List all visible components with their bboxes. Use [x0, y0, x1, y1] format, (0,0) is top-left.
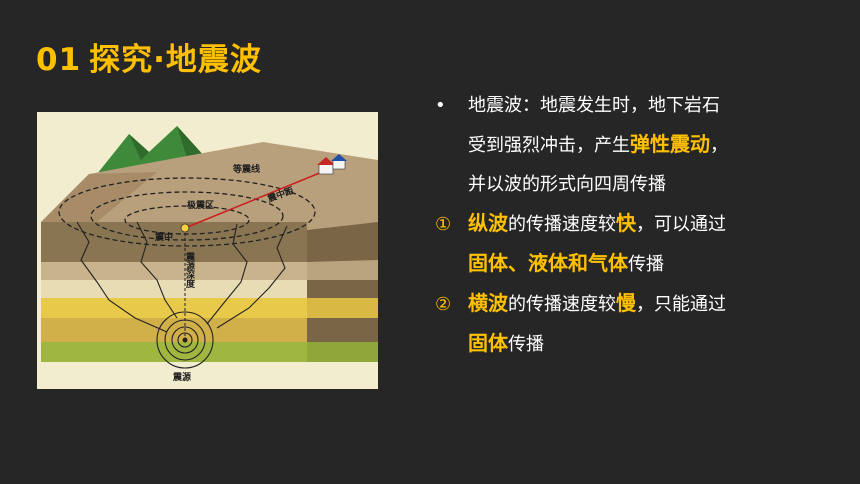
label-epicentral-area: 极震区	[187, 199, 214, 211]
house-icon	[317, 154, 347, 175]
label-epicenter: 震中	[154, 231, 173, 243]
bullet-marker: •	[435, 95, 446, 116]
bullet-line-3: 并以波的形式向四周传播	[468, 174, 666, 195]
text-content: •地震波：地震发生时，地下岩石 受到强烈冲击，产生弹性震动， 并以波的形式向四周…	[435, 86, 845, 364]
epicenter-point	[180, 223, 190, 233]
label-focus: 震源	[172, 371, 191, 383]
item1-marker: ①	[435, 214, 452, 235]
title-number: 01	[36, 42, 82, 78]
bullet-line-1: •地震波：地震发生时，地下岩石	[435, 86, 845, 125]
item2-line-2: 固体传播	[468, 331, 544, 355]
item2-marker: ②	[435, 294, 452, 315]
highlight-s-wave: 横波	[468, 291, 508, 315]
label-focal-depth: 震源深度	[184, 252, 196, 289]
earthquake-block-illustration: 等震线 极震区 震中距 震中 震源深度 震源	[41, 126, 378, 383]
highlight-fast: 快	[616, 211, 636, 235]
earthquake-diagram: 等震线 极震区 震中距 震中 震源深度 震源	[37, 112, 378, 389]
title-text: 探究·地震波	[89, 42, 262, 78]
highlight-solid-liquid-gas: 固体、液体和气体	[468, 251, 628, 275]
isoseismal-line	[58, 177, 316, 247]
label-isoseismal: 等震线	[232, 163, 260, 175]
highlight-slow: 慢	[616, 291, 636, 315]
focus-circles	[156, 311, 214, 369]
ground-surface	[41, 142, 378, 230]
bullet-line-2: 受到强烈冲击，产生弹性震动，	[468, 132, 728, 156]
highlight-elastic-vibration: 弹性震动	[630, 132, 710, 156]
highlight-solid: 固体	[468, 331, 508, 355]
highlight-p-wave: 纵波	[468, 211, 508, 235]
item1-line-2: 固体、液体和气体传播	[468, 251, 664, 275]
